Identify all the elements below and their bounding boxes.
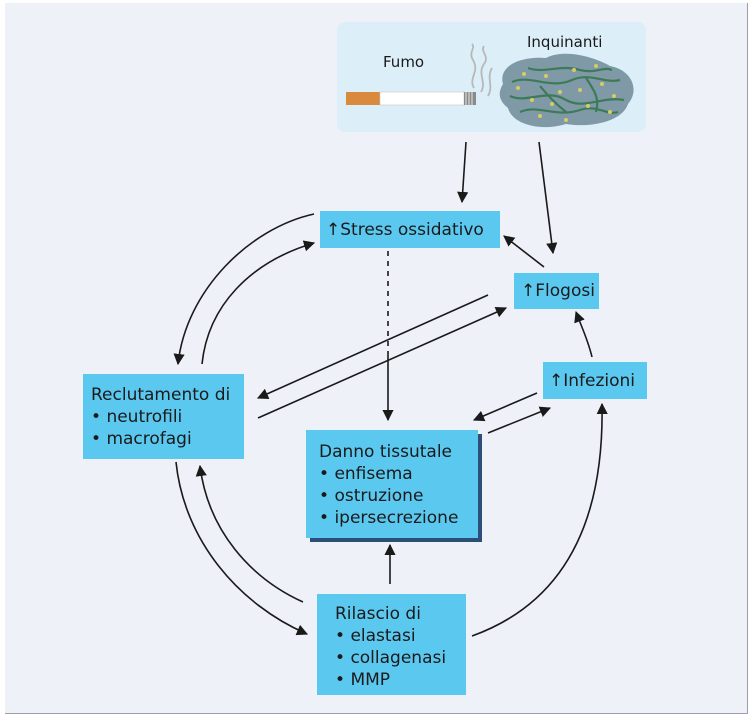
node-reclutamento: Reclutamento di neutrofili macrofagi — [83, 374, 244, 459]
arrow-smoke-to-stress — [457, 141, 469, 204]
reclutamento-item: macrofagi — [91, 428, 236, 450]
node-rilascio: Rilascio di elastasi collagenasi MMP — [317, 594, 466, 695]
arrow-pollutants-to-flogosi — [538, 141, 558, 255]
arrow-stress-to-reclutamento — [173, 213, 315, 366]
arrow-rilascio-to-reclutamento — [195, 464, 304, 603]
rilascio-title: Rilascio di — [335, 604, 421, 624]
arrow-danno-to-infezioni — [487, 406, 552, 434]
arrow-reclutamento-to-rilascio — [175, 461, 309, 636]
rilascio-item: collagenasi — [335, 647, 448, 669]
arrow-reclutamento-to-stress — [201, 240, 316, 365]
node-stress-ossidativo: ↑Stress ossidativo — [320, 211, 500, 248]
arrow-infezioni-to-danno — [472, 392, 538, 422]
rilascio-item: MMP — [335, 669, 448, 691]
danno-item: enfisema — [319, 463, 465, 485]
arrow-rilascio-to-infezioni — [471, 402, 608, 637]
cigarette-icon — [346, 91, 476, 106]
arrow-infezioni-to-flogosi — [574, 310, 593, 358]
danno-item: ostruzione — [319, 485, 465, 507]
arrow-flogosi-to-stress — [503, 235, 545, 268]
reclutamento-title: Reclutamento di — [91, 385, 231, 405]
node-infezioni: ↑Infezioni — [543, 362, 647, 399]
increase-arrow-icon: ↑ — [549, 371, 564, 391]
rilascio-item: elastasi — [335, 625, 448, 647]
pollutants-label: Inquinanti — [527, 33, 603, 51]
arrow-reclutamento-to-flogosi — [257, 306, 508, 419]
flogosi-label: Flogosi — [535, 281, 595, 301]
arrow-flogosi-to-reclutamento — [256, 294, 489, 399]
smoke-icon — [470, 43, 493, 97]
increase-arrow-icon: ↑ — [326, 220, 341, 240]
infezioni-label: Infezioni — [563, 371, 636, 391]
pollutant-particles-icon — [499, 53, 634, 128]
smoke-label: Fumo — [383, 53, 425, 71]
danno-title: Danno tissutale — [319, 442, 453, 462]
reclutamento-item: neutrofili — [91, 406, 236, 428]
increase-arrow-icon: ↑ — [521, 281, 536, 301]
node-danno-tissutale: Danno tissutale enfisema ostruzione iper… — [306, 430, 478, 538]
node-flogosi: ↑Flogosi — [514, 273, 599, 309]
stress-label: Stress ossidativo — [340, 220, 484, 240]
danno-item: ipersecrezione — [319, 507, 465, 529]
